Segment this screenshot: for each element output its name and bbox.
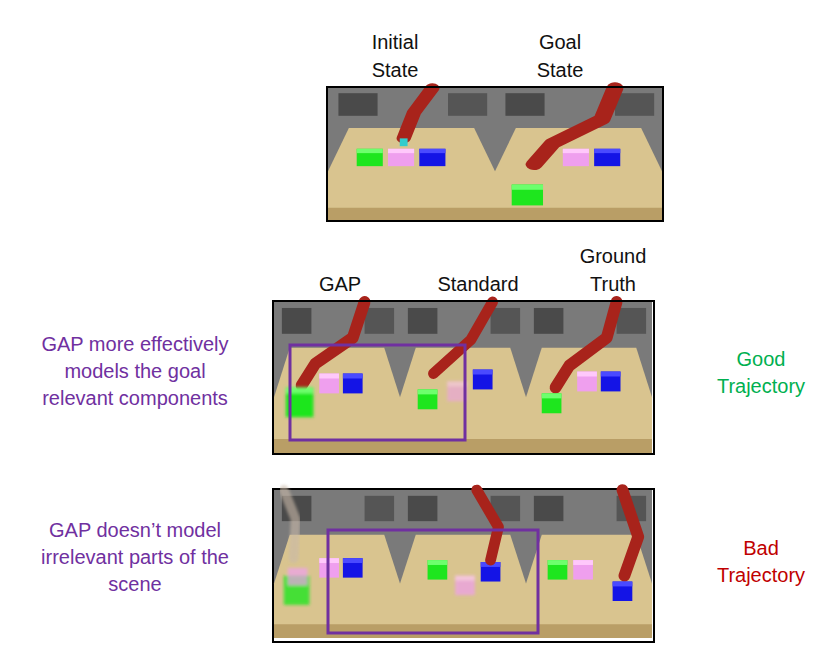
ground-truth-good-scene bbox=[526, 302, 652, 453]
gap-bad-scene bbox=[274, 490, 400, 638]
column-heading: GAP bbox=[300, 270, 380, 298]
initial-scene bbox=[328, 88, 495, 220]
gap-good-scene bbox=[274, 302, 400, 453]
image-panel: GAPStandardGround Truth bbox=[272, 300, 655, 455]
standard-good-scene bbox=[400, 302, 526, 453]
goal-scene bbox=[495, 88, 662, 220]
standard-bad-scene bbox=[400, 490, 526, 638]
highlight-box bbox=[328, 530, 538, 633]
trajectory-label: Good Trajectory bbox=[703, 346, 819, 400]
highlight-box bbox=[290, 345, 465, 440]
column-heading: Initial State bbox=[355, 28, 435, 84]
ground-truth-bad-scene bbox=[526, 490, 652, 638]
trajectory-label: Bad Trajectory bbox=[703, 535, 819, 589]
column-heading: Standard bbox=[423, 270, 533, 298]
column-heading: Goal State bbox=[520, 28, 600, 84]
annotation-text: GAP more effectively models the goal rel… bbox=[27, 331, 243, 412]
column-heading: Ground Truth bbox=[568, 242, 658, 298]
bad-trajectory-panel bbox=[273, 489, 654, 642]
image-panel: Initial StateGoal State bbox=[326, 86, 664, 222]
annotation-text: GAP doesn’t model irrelevant parts of th… bbox=[27, 517, 243, 598]
